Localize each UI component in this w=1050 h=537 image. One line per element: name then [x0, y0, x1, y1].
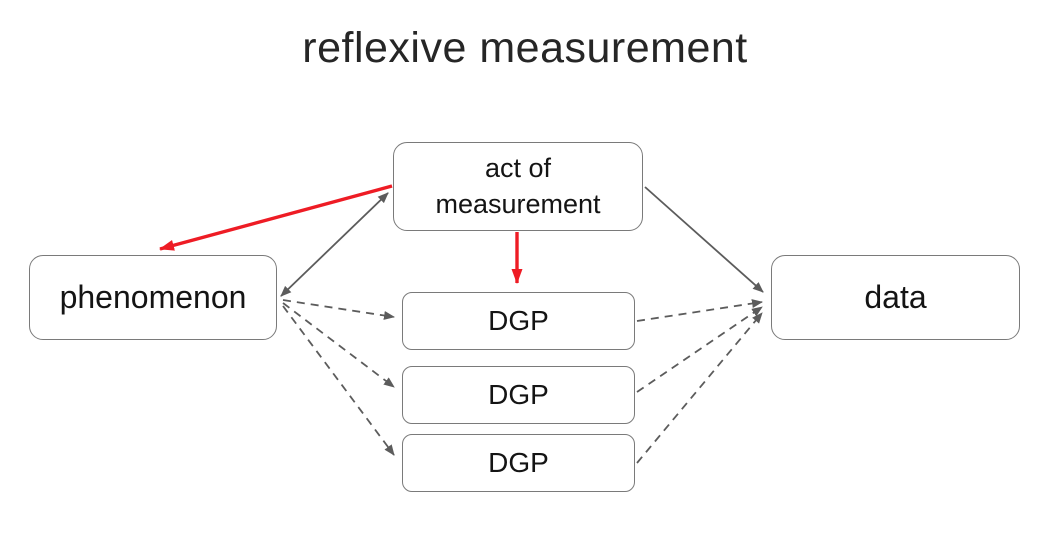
node-act-of-measurement-label: act of measurement: [435, 153, 601, 219]
edge-phenomenon-to-dgp-top: [282, 299, 395, 320]
node-act-of-measurement: act of measurement: [393, 142, 643, 231]
edge-dgp-top-to-data: [636, 299, 763, 322]
node-data-label: data: [864, 279, 927, 315]
node-dgp-bottom-label: DGP: [488, 447, 549, 478]
node-dgp-bottom: DGP: [402, 434, 635, 492]
edge-dgp-middle-to-data: [636, 306, 763, 393]
edge-phenomenon-to-dgp-middle: [282, 302, 395, 388]
node-dgp-middle-label: DGP: [488, 379, 549, 410]
node-phenomenon: phenomenon: [29, 255, 277, 340]
node-phenomenon-label: phenomenon: [59, 279, 247, 315]
node-dgp-top-label: DGP: [488, 305, 549, 336]
diagram-title: reflexive measurement: [302, 24, 748, 72]
node-dgp-middle: DGP: [402, 366, 635, 424]
node-dgp-top: DGP: [402, 292, 635, 350]
edge-phenomenon-act-solid: [280, 192, 389, 297]
edge-act-to-data: [644, 186, 764, 293]
edge-act-to-phenomenon-red: [159, 184, 393, 251]
edge-phenomenon-to-dgp-bottom: [282, 305, 395, 456]
edge-dgp-bottom-to-data: [636, 312, 763, 464]
node-data: data: [771, 255, 1020, 340]
